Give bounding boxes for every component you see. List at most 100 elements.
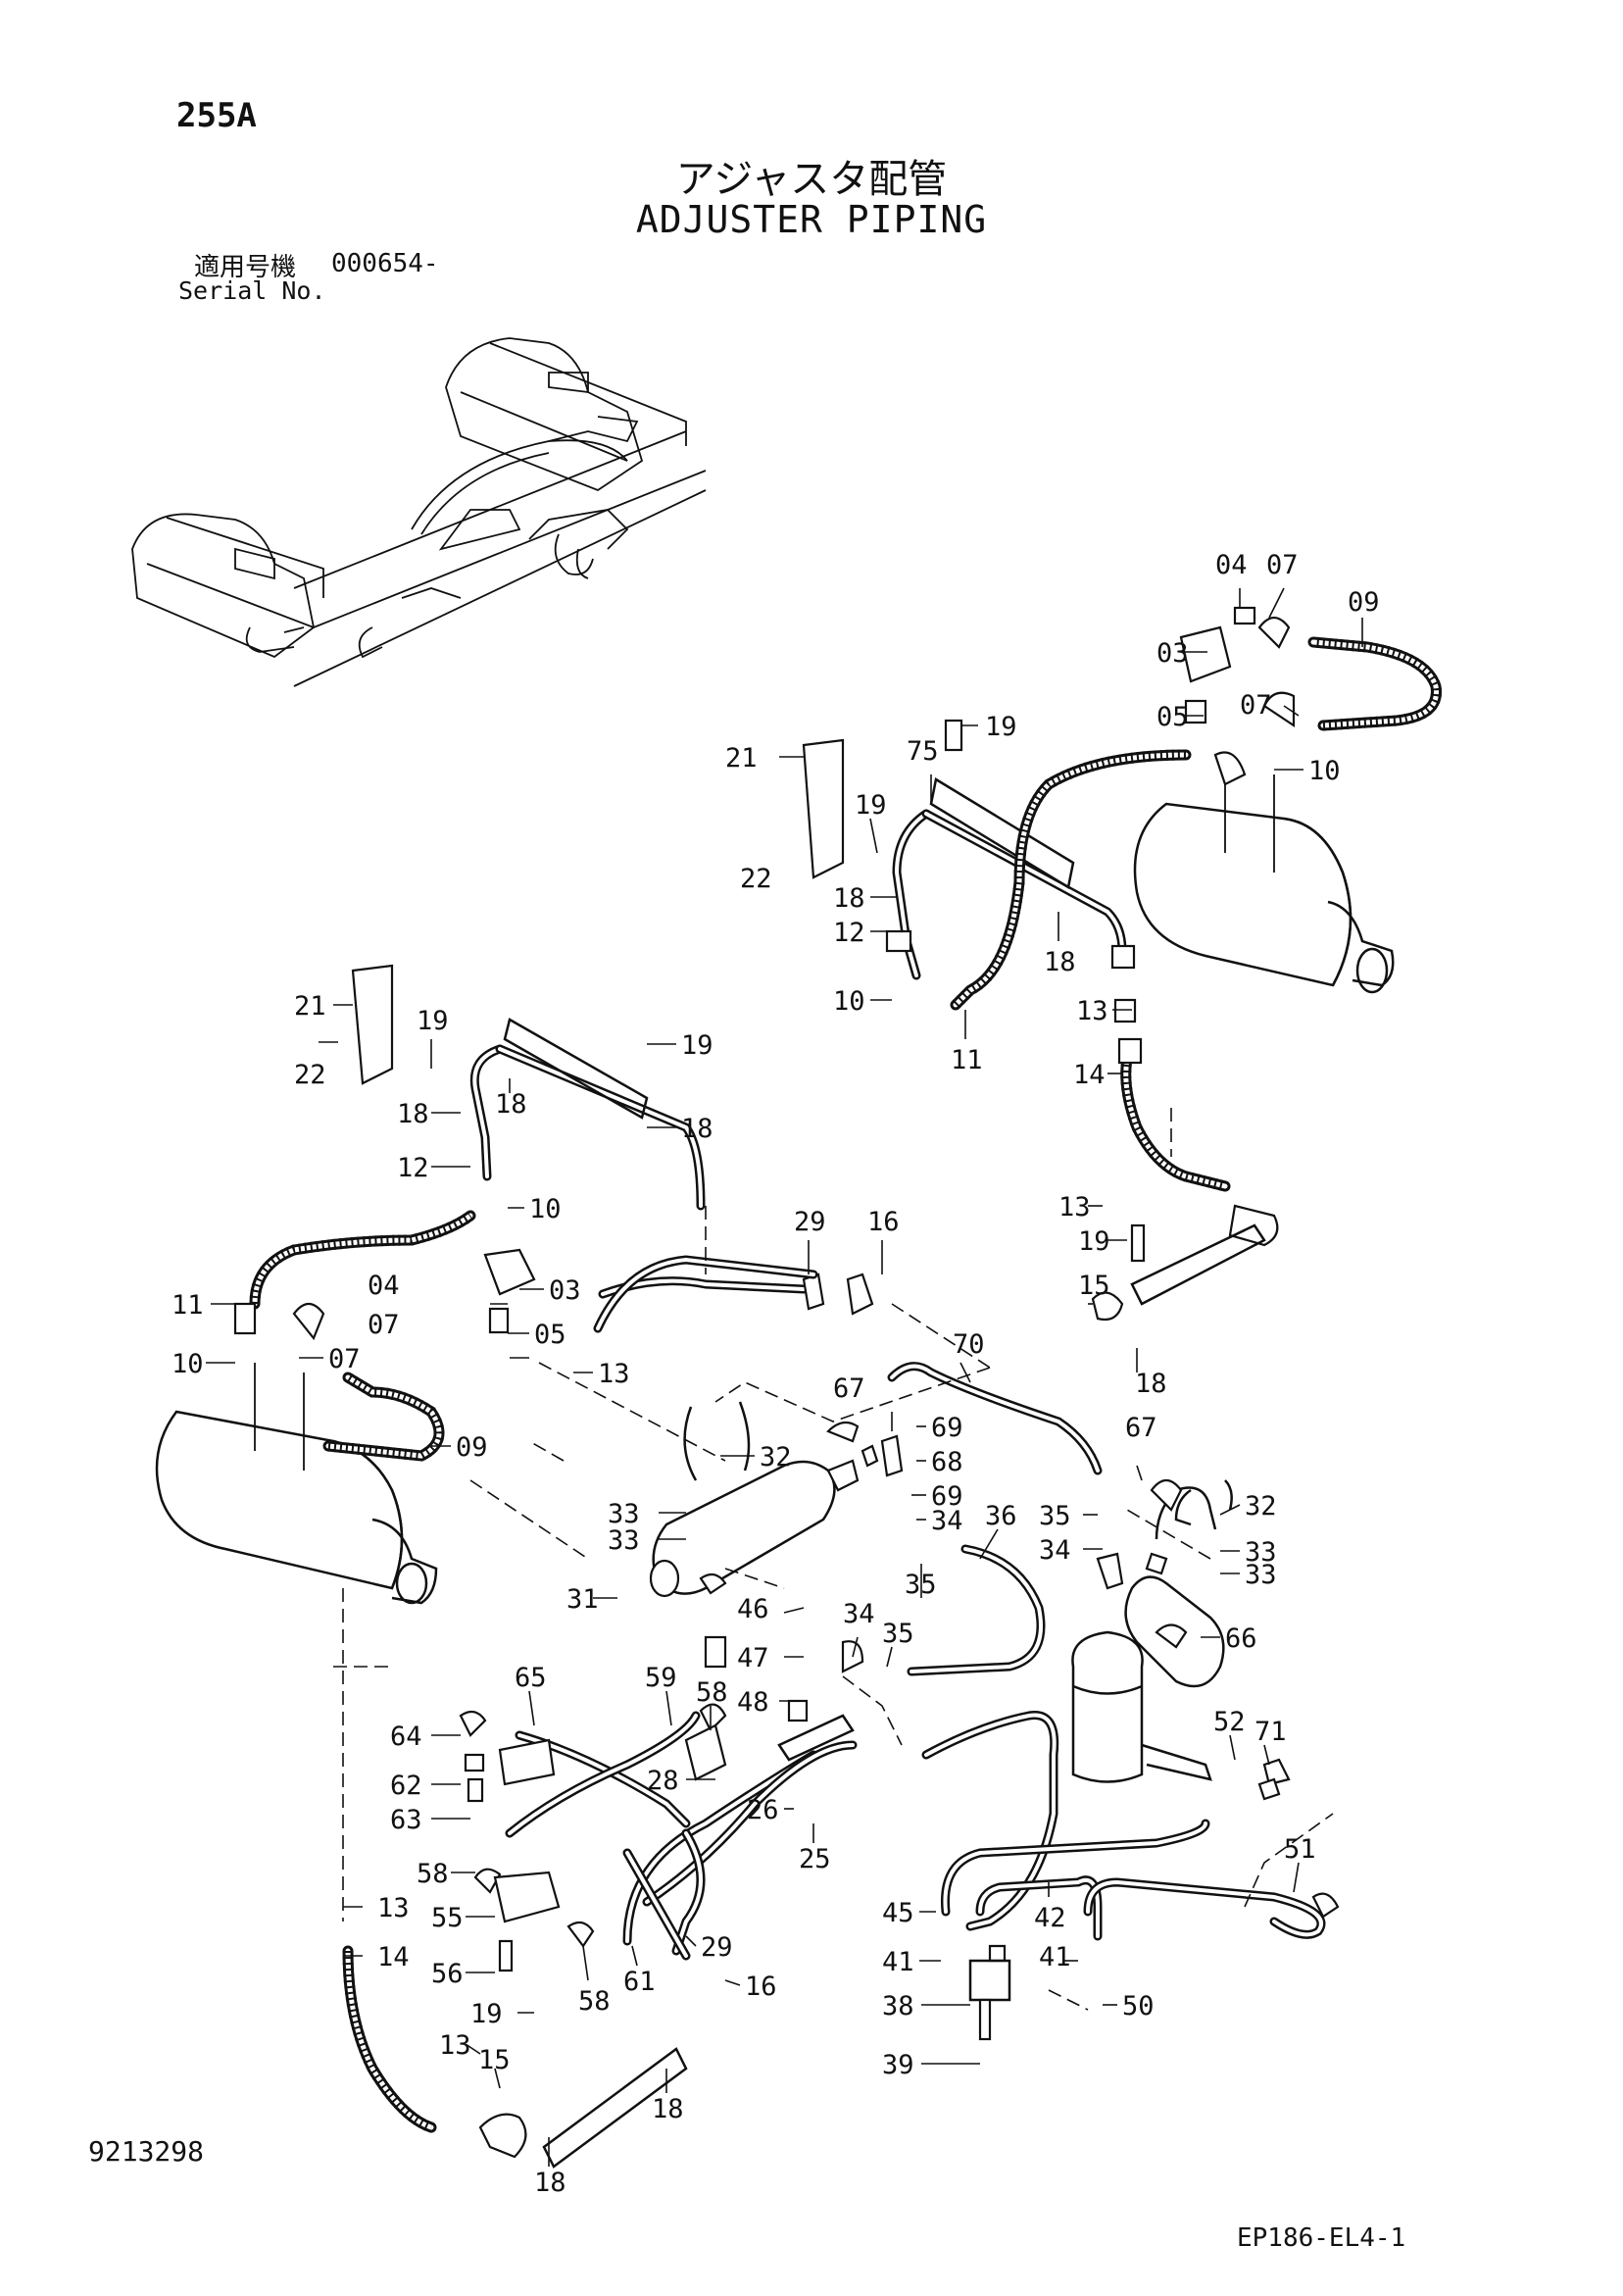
- callout-38: 38: [882, 1991, 914, 2021]
- document-number: 9213298: [88, 2135, 205, 2168]
- callout-33: 33: [608, 1525, 640, 1556]
- callout-18: 18: [1044, 947, 1076, 977]
- callout-14: 14: [377, 1942, 410, 1972]
- callout-10: 10: [172, 1349, 204, 1379]
- callout-33: 33: [1245, 1560, 1277, 1590]
- callout-21: 21: [294, 991, 326, 1022]
- callout-21: 21: [725, 743, 758, 774]
- callout-68: 68: [931, 1447, 963, 1477]
- callout-64: 64: [390, 1722, 422, 1752]
- callout-03: 03: [549, 1275, 581, 1306]
- callout-34: 34: [931, 1506, 963, 1536]
- tube-assembly-left: [233, 964, 874, 1462]
- accumulator-right: [1124, 1486, 1225, 1688]
- callout-46: 46: [737, 1594, 769, 1624]
- callout-69: 69: [931, 1481, 963, 1512]
- callout-13: 13: [439, 2030, 471, 2061]
- callout-18: 18: [1135, 1369, 1167, 1399]
- callout-42: 42: [1034, 1903, 1066, 1933]
- callout-03: 03: [1156, 638, 1189, 669]
- callout-34: 34: [1039, 1535, 1071, 1566]
- callout-07: 07: [368, 1310, 400, 1340]
- serial-label-japanese: 適用号機: [194, 253, 297, 282]
- callout-67: 67: [1125, 1413, 1157, 1443]
- callout-25: 25: [799, 1844, 831, 1874]
- callout-35: 35: [1039, 1501, 1071, 1531]
- callout-75: 75: [907, 736, 939, 767]
- callout-26: 26: [747, 1795, 779, 1825]
- callout-41: 41: [1039, 1942, 1071, 1972]
- callout-10: 10: [529, 1194, 562, 1224]
- callout-31: 31: [566, 1584, 599, 1615]
- callout-12: 12: [397, 1153, 429, 1183]
- callout-11: 11: [172, 1290, 204, 1321]
- callout-33: 33: [608, 1499, 640, 1529]
- callout-56: 56: [431, 1959, 464, 1989]
- callout-29: 29: [794, 1207, 826, 1237]
- filter-canister: [1071, 1630, 1212, 1783]
- callout-09: 09: [456, 1432, 488, 1463]
- callout-04: 04: [368, 1271, 400, 1301]
- callout-19: 19: [470, 1999, 503, 2029]
- callout-32: 32: [1245, 1491, 1277, 1522]
- center-piping: [342, 1255, 1340, 2169]
- callout-13: 13: [377, 1893, 410, 1923]
- callout-61: 61: [623, 1967, 656, 1997]
- callout-18: 18: [495, 1089, 527, 1120]
- callout-numbers: 04 07 09 03 05 07 10 19 21 75 19 22 18 1…: [172, 550, 1380, 2198]
- callout-18: 18: [534, 2168, 566, 2198]
- callout-18: 18: [681, 1114, 713, 1144]
- callout-10: 10: [1308, 756, 1341, 786]
- callout-41: 41: [882, 1947, 914, 1977]
- accumulator-center: [649, 1401, 860, 1598]
- callout-50: 50: [1122, 1991, 1155, 2021]
- callout-48: 48: [737, 1687, 769, 1718]
- diagram-title-japanese: アジャスタ配管: [675, 157, 948, 202]
- callout-29: 29: [701, 1932, 733, 1963]
- callout-58: 58: [696, 1677, 728, 1708]
- callout-07: 07: [1266, 550, 1299, 580]
- connection-lines: [333, 1108, 1334, 2011]
- callout-12: 12: [833, 918, 865, 948]
- callout-19: 19: [681, 1030, 713, 1061]
- callout-13: 13: [1076, 996, 1108, 1026]
- callout-63: 63: [390, 1805, 422, 1835]
- callout-55: 55: [431, 1903, 464, 1933]
- cylinder-right: [1133, 765, 1395, 994]
- callout-59: 59: [645, 1663, 677, 1693]
- callout-07: 07: [328, 1344, 361, 1374]
- callout-45: 45: [882, 1898, 914, 1928]
- callout-15: 15: [478, 2045, 511, 2075]
- callout-34: 34: [843, 1599, 875, 1629]
- callout-39: 39: [882, 2050, 914, 2080]
- callout-18: 18: [397, 1099, 429, 1129]
- serial-number-value: 000654-: [331, 249, 439, 278]
- callout-15: 15: [1078, 1271, 1110, 1301]
- callout-66: 66: [1225, 1623, 1257, 1654]
- callout-18: 18: [652, 2094, 684, 2124]
- callout-35: 35: [905, 1570, 937, 1600]
- callout-11: 11: [951, 1045, 983, 1075]
- callout-09: 09: [1348, 587, 1380, 618]
- callout-36: 36: [985, 1501, 1017, 1531]
- callout-10: 10: [833, 986, 865, 1017]
- callout-07: 07: [1240, 690, 1272, 721]
- callout-16: 16: [867, 1207, 900, 1237]
- figure-code: EP186-EL4-1: [1237, 2223, 1406, 2253]
- callout-19: 19: [1078, 1226, 1110, 1257]
- callout-19: 19: [417, 1006, 449, 1036]
- callout-19: 19: [855, 790, 887, 821]
- callout-22: 22: [740, 864, 772, 894]
- callout-13: 13: [1058, 1192, 1091, 1223]
- callout-22: 22: [294, 1060, 326, 1090]
- callout-28: 28: [647, 1766, 679, 1796]
- callout-65: 65: [515, 1663, 547, 1693]
- callout-52: 52: [1213, 1707, 1246, 1737]
- callout-16: 16: [745, 1972, 777, 2002]
- callout-14: 14: [1073, 1060, 1106, 1090]
- tube-assembly-top-right: [802, 606, 1442, 1322]
- callout-05: 05: [534, 1320, 566, 1350]
- undercarriage-overview: [131, 337, 707, 687]
- callout-47: 47: [737, 1643, 769, 1673]
- callout-69: 69: [931, 1413, 963, 1443]
